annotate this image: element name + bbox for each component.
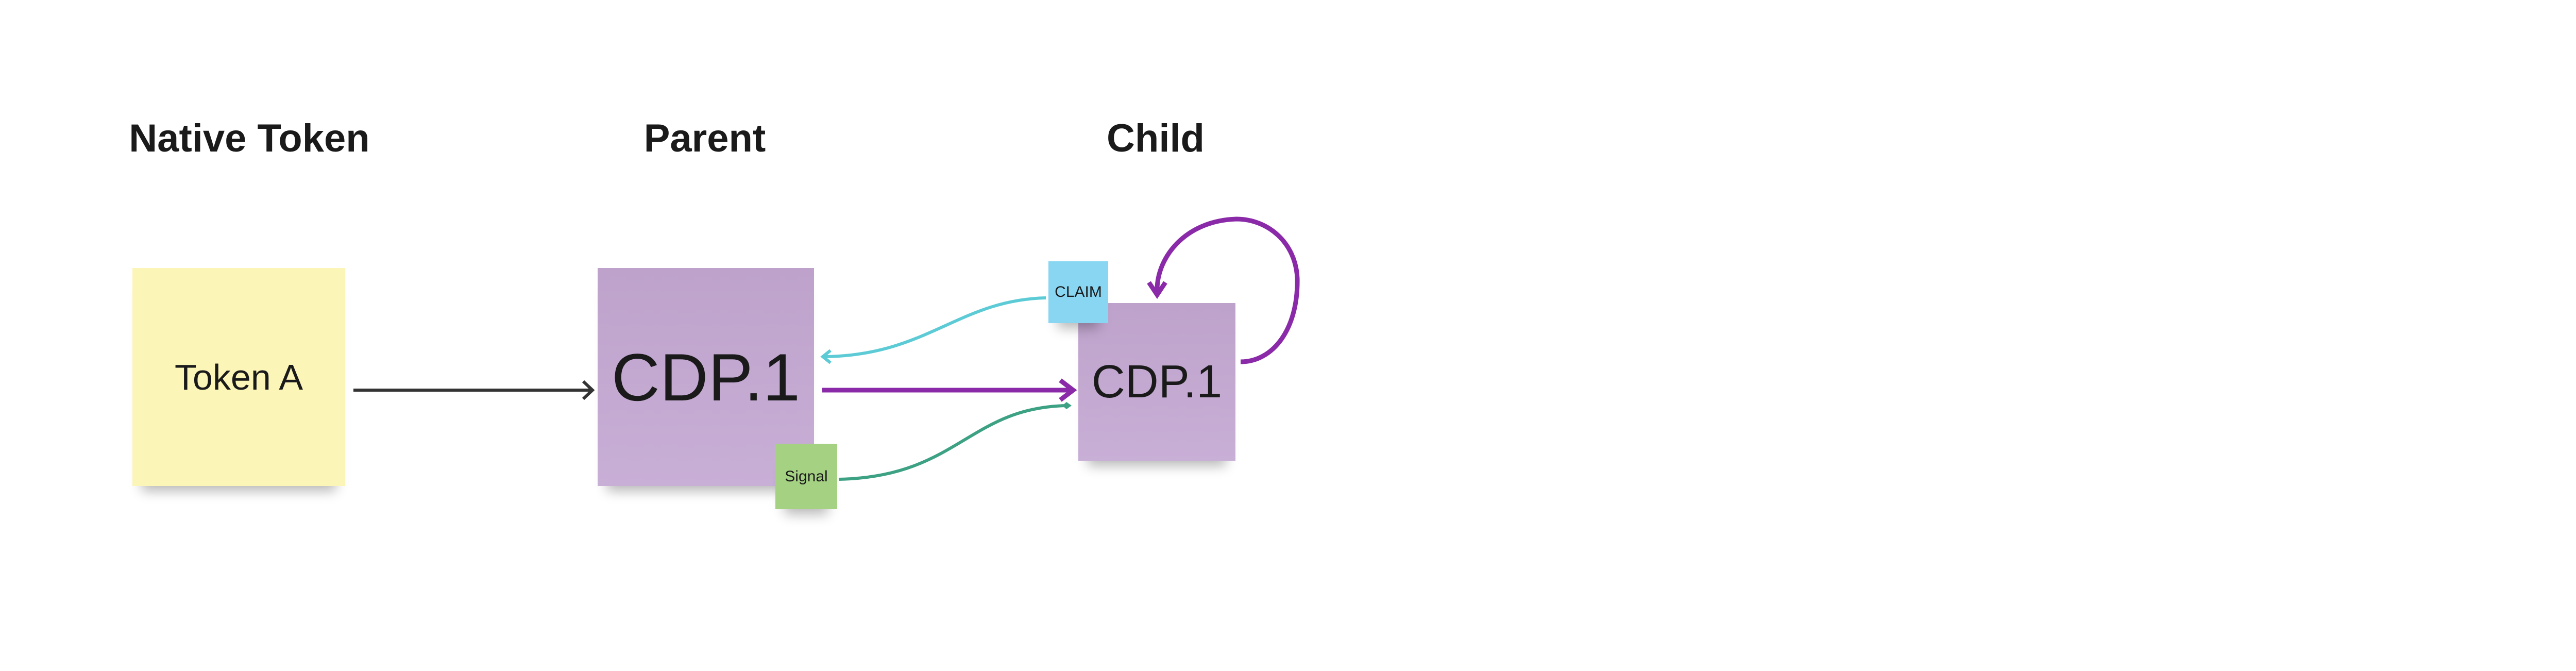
heading-child: Child bbox=[1107, 116, 1205, 160]
sticky-note-parent-cdp[interactable]: CDP.1 bbox=[598, 268, 814, 486]
sticky-note-claim[interactable]: CLAIM bbox=[1048, 261, 1108, 323]
arrow-claim-to-parent[interactable] bbox=[820, 296, 1046, 364]
arrow-token-to-parent[interactable] bbox=[353, 380, 595, 400]
note-label: CLAIM bbox=[1055, 283, 1102, 300]
sticky-note-token-a[interactable]: Token A bbox=[132, 268, 345, 486]
note-label: CDP.1 bbox=[611, 339, 801, 415]
diamond-end-icon bbox=[1062, 402, 1072, 409]
note-label: Signal bbox=[785, 467, 828, 485]
arrow-child-self-loop[interactable] bbox=[1147, 216, 1300, 364]
arrow-signal-to-child[interactable] bbox=[838, 402, 1072, 481]
arrow-parent-to-child[interactable] bbox=[822, 378, 1077, 402]
heading-native-token: Native Token bbox=[129, 116, 370, 160]
sticky-note-child-cdp[interactable]: CDP.1 bbox=[1078, 303, 1235, 461]
sticky-note-signal[interactable]: Signal bbox=[775, 444, 837, 509]
note-label: Token A bbox=[174, 357, 303, 397]
heading-parent: Parent bbox=[643, 116, 766, 160]
note-label: CDP.1 bbox=[1091, 356, 1223, 408]
